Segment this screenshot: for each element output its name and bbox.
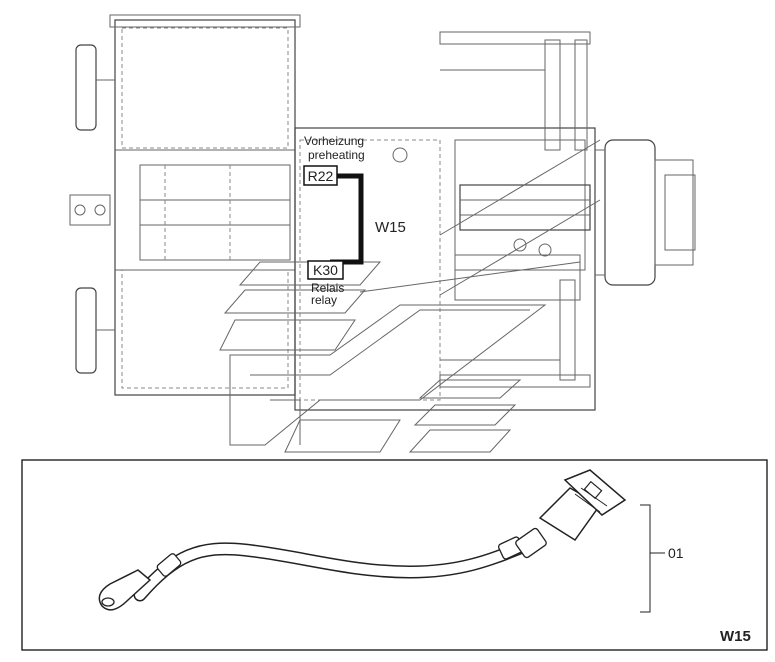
relay-label: relay [311, 293, 337, 307]
k30-label: K30 [313, 262, 338, 278]
w15-wire-label: W15 [375, 219, 406, 236]
w15-title-label: W15 [720, 628, 751, 645]
machine-top-view [69, 14, 696, 411]
preheating-label: preheating [308, 148, 365, 162]
detail-panel [21, 459, 768, 651]
r22-box: R22 [303, 165, 338, 186]
w15-cable-drawing [98, 469, 627, 611]
part-number-label: 01 [668, 545, 684, 561]
r22-label: R22 [308, 168, 334, 184]
relais-label: Relais [311, 281, 344, 295]
w15-harness-route [330, 173, 364, 265]
part-bracket [640, 504, 651, 613]
k30-box: K30 [307, 260, 344, 280]
vorheizung-label: Vorheizung [304, 134, 364, 148]
floor-arrow-markings [219, 261, 547, 453]
